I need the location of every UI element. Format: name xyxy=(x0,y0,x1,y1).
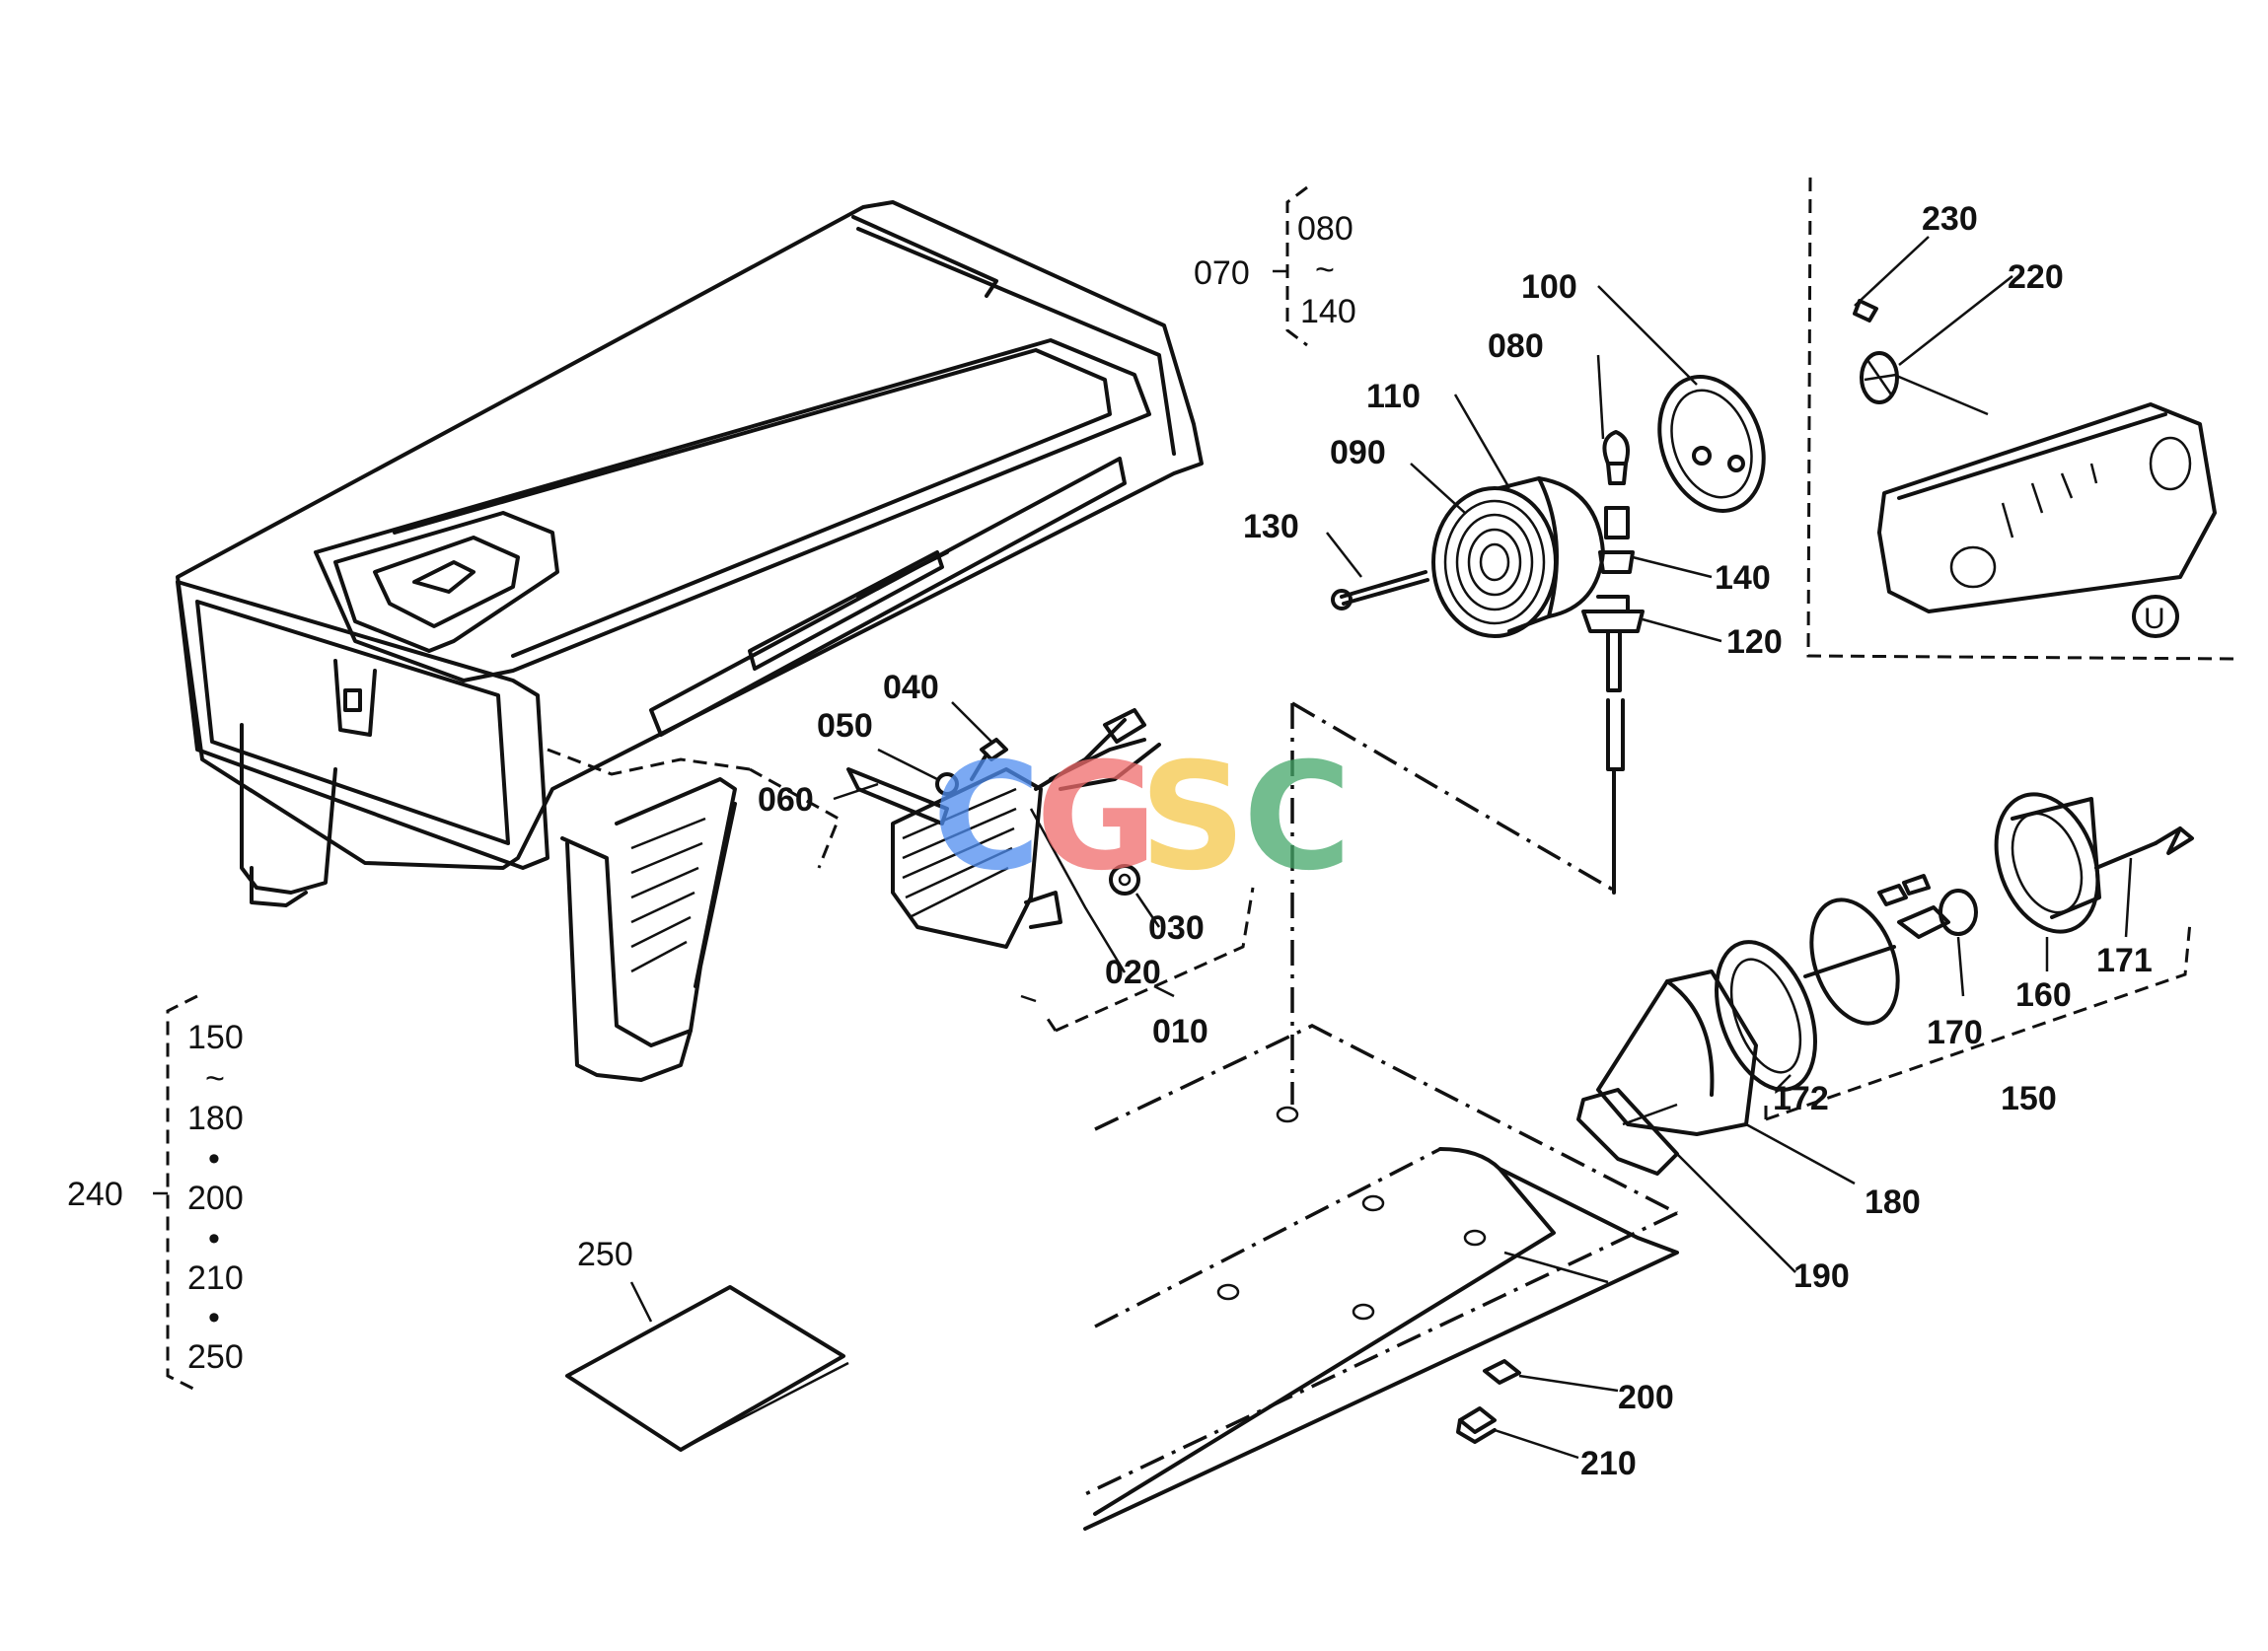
detail-marker-u: U xyxy=(2144,603,2165,635)
label-110: 110 xyxy=(1366,378,1421,415)
label-080: 080 xyxy=(1488,327,1544,365)
group-240-item-3: 250 xyxy=(187,1338,244,1376)
label-171: 171 xyxy=(2096,942,2153,979)
label-050: 050 xyxy=(817,707,873,745)
switch-assembly-010 xyxy=(846,708,1255,1033)
label-130: 130 xyxy=(1243,508,1299,545)
watermark-letter-2: G xyxy=(1036,732,1157,903)
leg-grille xyxy=(630,817,706,973)
horn-assembly-070 xyxy=(1331,375,1766,895)
label-120: 120 xyxy=(1726,623,1783,661)
floor-plate xyxy=(1083,701,1679,1531)
label-210: 210 xyxy=(1580,1445,1637,1482)
label-160: 160 xyxy=(2015,976,2072,1014)
label-090: 090 xyxy=(1330,434,1386,471)
group-240-sep-3: • xyxy=(208,1299,220,1336)
label-220: 220 xyxy=(2008,258,2064,296)
label-250: 250 xyxy=(577,1236,633,1273)
label-010: 010 xyxy=(1152,1013,1208,1050)
detail-view-u xyxy=(1806,177,2235,661)
group-240-sep-1: • xyxy=(208,1140,220,1178)
manual-sheet-250 xyxy=(565,1285,849,1452)
label-230: 230 xyxy=(1922,200,1978,238)
label-100: 100 xyxy=(1521,268,1577,306)
group-bracket-240 xyxy=(153,994,198,1393)
label-020: 020 xyxy=(1105,954,1161,991)
label-200: 200 xyxy=(1618,1379,1674,1416)
group-240-item-1: 200 xyxy=(187,1180,244,1217)
label-040: 040 xyxy=(883,669,939,706)
group-240-end: 180 xyxy=(187,1100,244,1137)
group-bracket-070 xyxy=(1273,185,1308,347)
watermark-letter-3: S xyxy=(1139,732,1246,903)
watermark-letter-1: C xyxy=(932,732,1041,903)
group-070-start: 080 xyxy=(1297,210,1353,248)
watermark: C G S C xyxy=(932,732,1352,903)
watermark-letter-4: C xyxy=(1243,732,1352,903)
group-240-item-2: 210 xyxy=(187,1259,244,1297)
label-060: 060 xyxy=(758,781,814,819)
switch-grille xyxy=(902,787,1017,919)
group-240-start: 150 xyxy=(187,1019,244,1056)
label-070: 070 xyxy=(1194,254,1250,292)
group-070-end: 140 xyxy=(1300,293,1356,330)
label-140: 140 xyxy=(1715,559,1771,597)
label-170: 170 xyxy=(1927,1014,1983,1051)
lamp-assembly-150 xyxy=(1576,792,2194,1176)
part-labels: 010 020 030 040 050 060 070 080 090 100 … xyxy=(67,200,2165,1482)
group-240-range-mark: ~ xyxy=(205,1060,225,1098)
label-190: 190 xyxy=(1793,1257,1850,1295)
leader-lines xyxy=(629,236,2133,1460)
hood-body xyxy=(176,200,1204,1082)
label-180: 180 xyxy=(1865,1184,1921,1221)
group-070-range-mark: ~ xyxy=(1315,251,1335,289)
label-172: 172 xyxy=(1773,1080,1829,1117)
label-030: 030 xyxy=(1148,909,1205,947)
label-150: 150 xyxy=(2001,1080,2057,1117)
label-240: 240 xyxy=(67,1176,123,1213)
group-240-sep-2: • xyxy=(208,1220,220,1257)
